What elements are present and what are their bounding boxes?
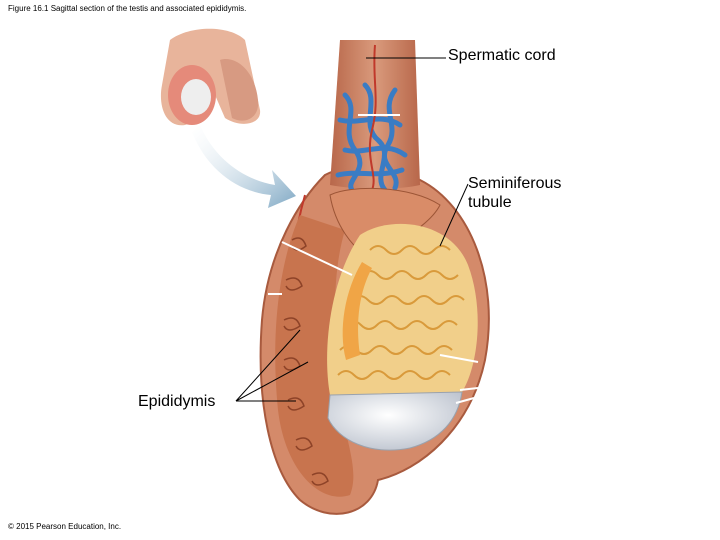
pampiniform-plexus — [335, 82, 408, 193]
inset-anatomy — [160, 28, 261, 126]
figure-caption: Figure 16.1 Sagittal section of the test… — [8, 4, 247, 13]
label-seminiferous-line1: Seminiferous — [468, 175, 562, 192]
direction-arrow — [192, 125, 296, 208]
label-seminiferous-line2: tubule — [468, 194, 512, 211]
blank-leader-lines — [268, 114, 479, 404]
copyright-notice: © 2015 Pearson Education, Inc. — [8, 522, 122, 531]
label-epididymis: Epididymis — [138, 393, 216, 410]
rete-testis — [342, 262, 372, 360]
leader-lines — [235, 57, 469, 402]
label-spermatic-cord: Spermatic cord — [448, 47, 556, 64]
label-seminiferous-tubule: Seminiferous tubule — [468, 174, 618, 212]
tunica-albuginea — [327, 391, 463, 451]
